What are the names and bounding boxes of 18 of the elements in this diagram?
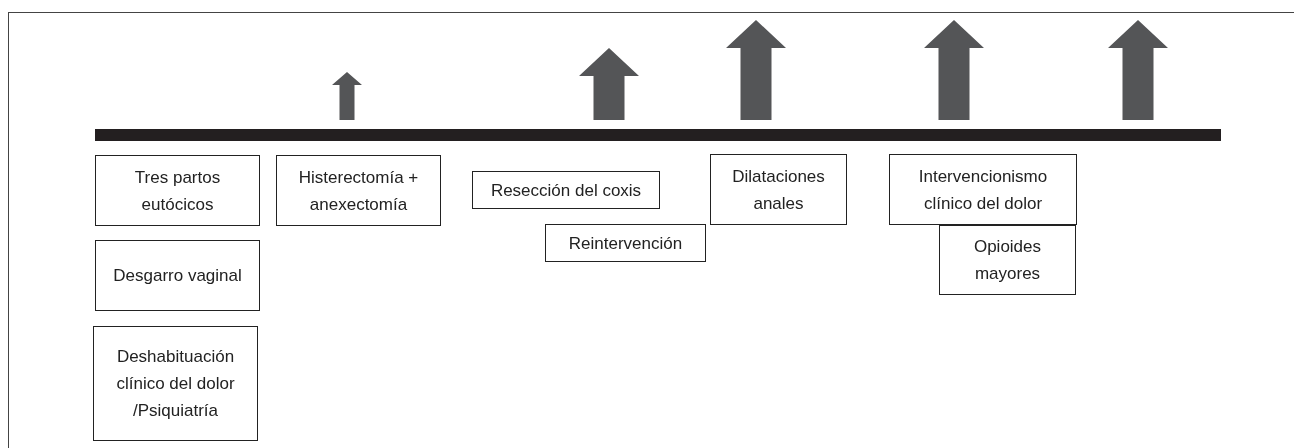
event-box: [93, 326, 258, 441]
event-text: Resección del coxis: [490, 179, 642, 202]
event-text: Desgarro vaginal: [113, 265, 242, 287]
event-box: [939, 225, 1076, 295]
event-text: Intervencionismo clínico del dolor: [917, 165, 1049, 215]
event-text: Reintervención: [568, 232, 683, 255]
event-text: Histerectomía + anexectomía: [297, 166, 420, 216]
event-text: Opioides mayores: [972, 236, 1043, 285]
event-text: Dilataciones anales: [731, 165, 826, 215]
event-box: [95, 240, 260, 311]
event-box: [889, 154, 1077, 225]
event-box: [545, 224, 706, 262]
event-box: [276, 155, 441, 226]
event-text: Tres partos eutócicos: [133, 166, 222, 216]
event-box: [95, 155, 260, 226]
event-box: [472, 171, 660, 209]
event-text: Deshabituación clínico del dolor /Psiquiatría: [115, 346, 236, 422]
event-box: [710, 154, 847, 225]
